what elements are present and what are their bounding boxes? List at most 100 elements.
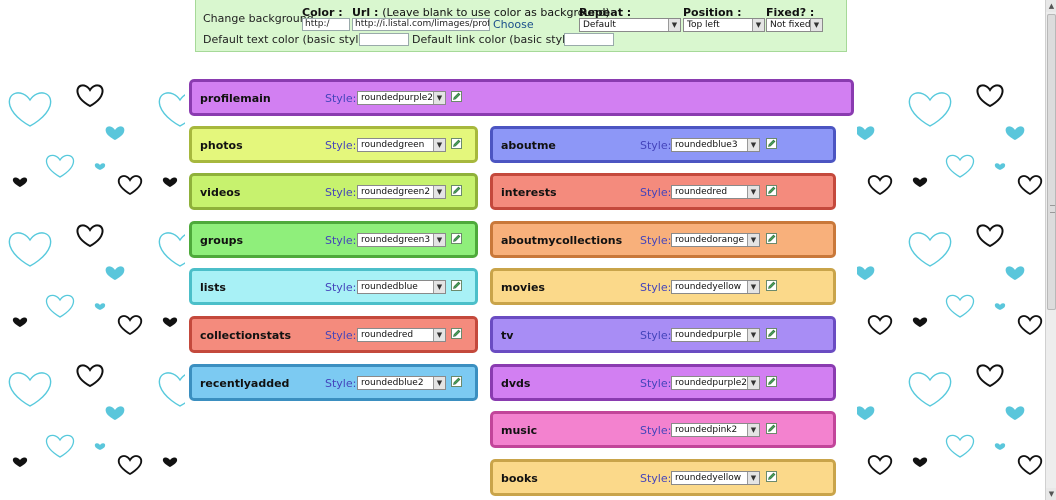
- style-select[interactable]: roundedpurple▼: [671, 328, 760, 342]
- module-profilemain[interactable]: profilemain Style: roundedpurple2▼: [189, 79, 854, 116]
- edit-pencil-icon[interactable]: [451, 280, 462, 291]
- repeat-select-value: Default: [583, 20, 616, 30]
- scrollbar-thumb[interactable]: [1047, 14, 1056, 310]
- module-collectionstats[interactable]: collectionstats Style: roundedred▼: [189, 316, 478, 353]
- page-scrollbar[interactable]: ▲ ▼: [1045, 0, 1056, 500]
- chevron-down-icon: ▼: [433, 186, 445, 198]
- style-label: Style:: [325, 186, 357, 199]
- style-label: Style:: [325, 234, 357, 247]
- style-select[interactable]: roundedblue ▼: [357, 280, 446, 294]
- style-label: Style:: [640, 424, 672, 437]
- module-interests[interactable]: interests Style: roundedred▼: [490, 173, 836, 210]
- edit-pencil-icon[interactable]: [766, 423, 777, 434]
- module-aboutme[interactable]: aboutme Style: roundedblue3▼: [490, 126, 836, 163]
- module-photos[interactable]: photos Style: roundedgreen▼: [189, 126, 478, 163]
- style-select[interactable]: roundedred▼: [357, 328, 446, 342]
- url-label: Url :: [352, 6, 379, 19]
- style-select-value: roundedorange: [675, 235, 745, 245]
- fixed-select-value: Not fixed: [770, 20, 811, 30]
- module-aboutmycollections[interactable]: aboutmycollections Style: roundedorange▼: [490, 221, 836, 258]
- edit-pencil-icon[interactable]: [451, 91, 462, 102]
- chevron-down-icon: ▼: [433, 92, 445, 104]
- chevron-down-icon: ▼: [747, 234, 759, 246]
- repeat-select[interactable]: Default ▼: [579, 18, 681, 32]
- style-select-value: roundedred: [675, 187, 728, 197]
- fixed-select[interactable]: Not fixed▼: [766, 18, 823, 32]
- edit-pencil-icon[interactable]: [766, 138, 777, 149]
- edit-pencil-icon[interactable]: [766, 185, 777, 196]
- url-hint: (Leave blank to use color as background): [382, 6, 610, 19]
- module-recentlyadded[interactable]: recentlyadded Style: roundedblue2▼: [189, 364, 478, 401]
- fixed-label: Fixed? :: [766, 6, 815, 19]
- default-text-color-input[interactable]: [359, 33, 409, 46]
- module-tv[interactable]: tv Style: roundedpurple▼: [490, 316, 836, 353]
- position-label: Position :: [683, 6, 742, 19]
- style-select[interactable]: roundedpink2▼: [671, 423, 760, 437]
- module-groups[interactable]: groups Style: roundedgreen3▼: [189, 221, 478, 258]
- chevron-down-icon: ▼: [433, 139, 445, 151]
- style-select[interactable]: roundedgreen2▼: [357, 185, 446, 199]
- module-title: profilemain: [200, 92, 271, 105]
- style-select-value: roundedblue: [361, 282, 418, 292]
- edit-pencil-icon[interactable]: [451, 138, 462, 149]
- style-label: Style:: [325, 92, 357, 105]
- choose-link[interactable]: Choose: [493, 18, 534, 31]
- chevron-down-icon: ▼: [668, 19, 680, 31]
- edit-pencil-icon[interactable]: [451, 185, 462, 196]
- module-movies[interactable]: movies Style: roundedyellow▼: [490, 268, 836, 305]
- style-select[interactable]: roundedred ▼: [671, 185, 760, 199]
- style-select-value: roundedyellow: [675, 473, 742, 483]
- style-select[interactable]: roundedpurple2▼: [357, 91, 446, 105]
- chevron-down-icon: ▼: [433, 234, 445, 246]
- style-select[interactable]: roundedgreen3▼: [357, 233, 446, 247]
- style-select[interactable]: roundedorange▼: [671, 233, 760, 247]
- edit-pencil-icon[interactable]: [451, 376, 462, 387]
- edit-pencil-icon[interactable]: [766, 376, 777, 387]
- chevron-down-icon: ▼: [433, 377, 445, 389]
- style-select[interactable]: roundedpurple2▼: [671, 376, 760, 390]
- style-label: Style:: [640, 329, 672, 342]
- style-label: Style:: [325, 139, 357, 152]
- edit-pencil-icon[interactable]: [766, 471, 777, 482]
- module-lists[interactable]: lists Style: roundedblue▼: [189, 268, 478, 305]
- position-select[interactable]: Top left▼: [683, 18, 765, 32]
- style-label: Style:: [640, 186, 672, 199]
- module-title: music: [501, 424, 538, 437]
- style-select-value: roundedblue3: [675, 140, 738, 150]
- module-books[interactable]: books Style: roundedyellow▼: [490, 459, 836, 496]
- chevron-down-icon: ▼: [747, 377, 759, 389]
- module-title: recentlyadded: [200, 377, 290, 390]
- style-select[interactable]: roundedgreen▼: [357, 138, 446, 152]
- default-text-color-label: Default text color (basic style) :: [203, 33, 377, 46]
- module-title: dvds: [501, 377, 531, 390]
- edit-pencil-icon[interactable]: [451, 328, 462, 339]
- edit-pencil-icon[interactable]: [766, 328, 777, 339]
- edit-pencil-icon[interactable]: [766, 280, 777, 291]
- scroll-down-arrow-icon[interactable]: ▼: [1046, 488, 1056, 500]
- url-input[interactable]: http://i.listal.com/limages/profilet: [352, 18, 490, 31]
- edit-pencil-icon[interactable]: [451, 233, 462, 244]
- style-label: Style:: [640, 281, 672, 294]
- module-music[interactable]: music Style: roundedpink2▼: [490, 411, 836, 448]
- style-select-value: roundedgreen2: [361, 187, 431, 197]
- chevron-down-icon: ▼: [433, 281, 445, 293]
- edit-pencil-icon[interactable]: [766, 233, 777, 244]
- default-link-color-input[interactable]: [564, 33, 614, 46]
- module-title: collectionstats: [200, 329, 292, 342]
- style-select[interactable]: roundedblue2 ▼: [357, 376, 446, 390]
- module-title: lists: [200, 281, 226, 294]
- style-select[interactable]: roundedyellow▼: [671, 471, 760, 485]
- module-title: groups: [200, 234, 244, 247]
- color-input[interactable]: http:/: [302, 18, 350, 31]
- color-label: Color :: [302, 6, 343, 19]
- chevron-down-icon: ▼: [747, 424, 759, 436]
- module-videos[interactable]: videos Style: roundedgreen2▼: [189, 173, 478, 210]
- scroll-up-arrow-icon[interactable]: ▲: [1046, 0, 1056, 12]
- chevron-down-icon: ▼: [747, 186, 759, 198]
- style-select-value: roundedblue2: [361, 378, 424, 388]
- style-select[interactable]: roundedyellow▼: [671, 280, 760, 294]
- module-title: movies: [501, 281, 545, 294]
- chevron-down-icon: ▼: [433, 329, 445, 341]
- style-select[interactable]: roundedblue3▼: [671, 138, 760, 152]
- module-dvds[interactable]: dvds Style: roundedpurple2▼: [490, 364, 836, 401]
